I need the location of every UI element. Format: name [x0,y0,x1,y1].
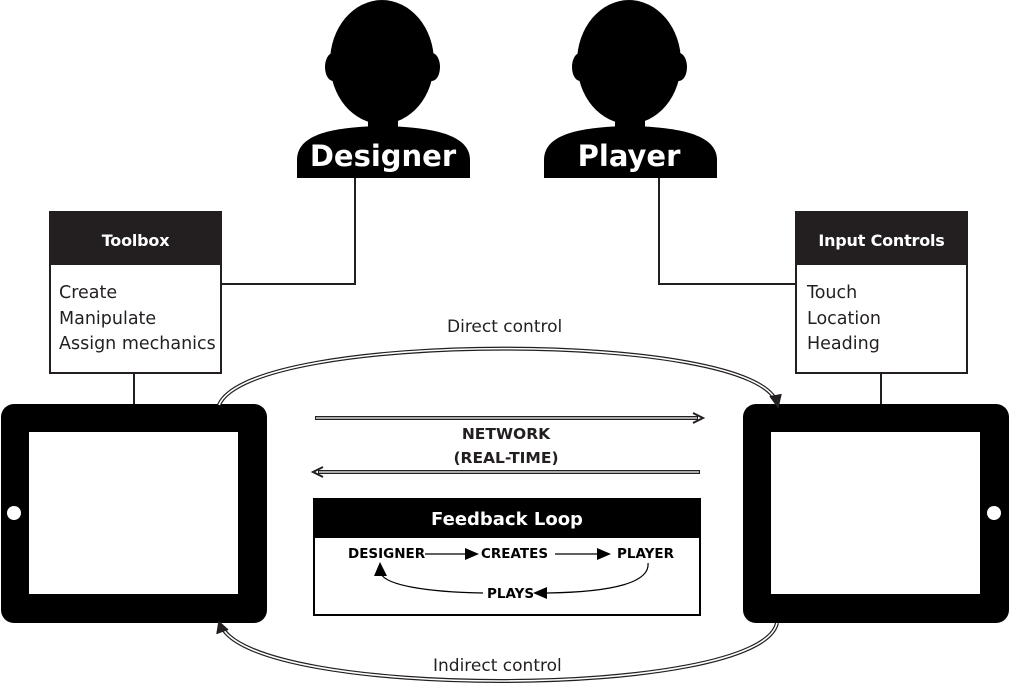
feedback-node-plays: PLAYS [487,586,535,602]
arrow-plays-to-designer [380,573,484,594]
player-person-icon: Player [544,0,717,178]
feedback-loop-panel: Feedback Loop DESIGNER CREATES PLAYER PL… [313,498,701,616]
indirect-control-arrow [216,620,779,683]
home-button-icon [987,506,1001,520]
player-label: Player [578,139,681,173]
direct-control-arrow [217,346,782,409]
designer-toolbox-connector [221,178,356,285]
input-controls-panel: Input Controls Touch Location Heading [795,211,968,374]
designer-label: Designer [310,139,457,173]
arrow-head-icon [465,548,479,560]
designer-tablet-icon [1,404,267,623]
input-control-heading: Heading [807,334,880,354]
input-controls-title: Input Controls [797,213,966,265]
arrow-head-icon [374,562,387,576]
network-realtime-label: (REAL-TIME) [453,449,559,467]
designer-person-icon: Designer [297,0,470,178]
home-button-icon [7,506,21,520]
toolbox-items: Create Manipulate Assign mechanics [51,265,220,358]
network-arrow-right [315,412,706,424]
toolbox-item-manipulate: Manipulate [59,308,157,329]
player-controls-connector [658,178,795,285]
network-arrow-left [310,466,700,478]
direct-control-label: Direct control [447,317,563,337]
player-tablet-icon [743,404,1009,623]
arrow-player-to-plays [546,562,649,594]
arrow-head-icon [533,587,547,599]
feedback-loop-arrows [374,548,649,599]
toolbox-title: Toolbox [51,213,220,265]
feedback-node-creates: CREATES [481,546,549,562]
feedback-node-player: PLAYER [617,546,675,562]
feedback-loop-title: Feedback Loop [315,500,699,538]
toolbox-item-assign-mechanics: Assign mechanics [59,334,216,354]
network-label: NETWORK [461,425,551,443]
indirect-control-label: Indirect control [433,656,562,676]
input-controls-items: Touch Location Heading [797,265,966,358]
toolbox-panel: Toolbox Create Manipulate Assign mechani… [49,211,222,374]
input-control-location: Location [807,308,882,329]
feedback-node-designer: DESIGNER [348,546,426,562]
toolbox-item-create: Create [59,283,118,303]
input-control-touch: Touch [807,283,858,303]
arrow-head-icon [597,548,611,560]
